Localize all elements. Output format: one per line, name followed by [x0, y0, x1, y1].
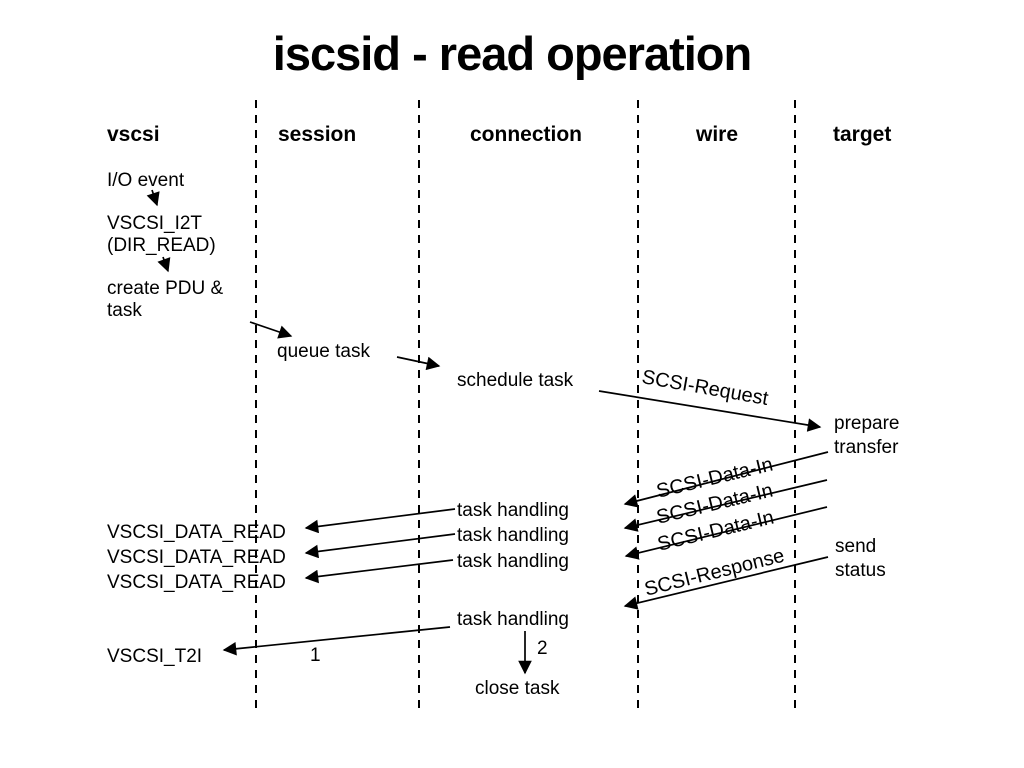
label-dir-read: (DIR_READ) [107, 235, 216, 256]
label-step-1: 1 [310, 645, 321, 666]
label-vscsi-t2i: VSCSI_T2I [107, 646, 203, 667]
arrow-scsi-data-in-3 [624, 506, 828, 560]
lane-header-vscsi: vscsi [107, 123, 160, 146]
arrow-schedule-task [396, 356, 441, 371]
arrow-i2t-to-create-pdu [157, 256, 171, 273]
label-task-handling-1: task handling [457, 500, 569, 521]
arrow-scsi-response [623, 556, 829, 610]
label-status: status [835, 560, 886, 581]
label-io-event: I/O event [107, 170, 185, 191]
page-title: iscsid - read operation [272, 27, 752, 80]
arrow-data-read-2 [304, 533, 456, 559]
lane-header-target: target [833, 123, 892, 146]
label-transfer: transfer [834, 437, 899, 458]
label-schedule-task: schedule task [457, 370, 574, 391]
arrow-data-read-3 [304, 559, 454, 584]
label-vscsi-data-read-1: VSCSI_DATA_READ [107, 522, 286, 543]
lane-header-connection: connection [470, 123, 583, 146]
label-task-handling-2: task handling [457, 525, 569, 546]
arrow-scsi-request [598, 390, 822, 432]
label-send: send [835, 536, 877, 557]
arrow-vscsi-t2i [222, 626, 451, 656]
label-vscsi-data-read-3: VSCSI_DATA_READ [107, 572, 286, 593]
arrow-io-event-to-i2t [146, 189, 160, 207]
label-create-pdu-task: task [107, 300, 142, 321]
arrow-queue-task [249, 321, 293, 339]
label-task-handling-4: task handling [457, 609, 569, 630]
label-vscsi-data-read-2: VSCSI_DATA_READ [107, 547, 286, 568]
label-prepare: prepare [834, 413, 900, 434]
arrow-scsi-data-in-2 [623, 479, 828, 532]
lane-header-session: session [278, 123, 357, 146]
label-queue-task: queue task [277, 341, 370, 362]
lane-header-wire: wire [696, 123, 739, 146]
label-close-task: close task [475, 678, 560, 699]
label-step-2: 2 [537, 638, 548, 659]
arrow-scsi-data-in-1 [623, 451, 829, 508]
label-create-pdu: create PDU & [107, 278, 224, 299]
label-vscsi-i2t: VSCSI_I2T [107, 213, 203, 234]
arrow-data-read-1 [304, 508, 456, 534]
label-task-handling-3: task handling [457, 551, 569, 572]
